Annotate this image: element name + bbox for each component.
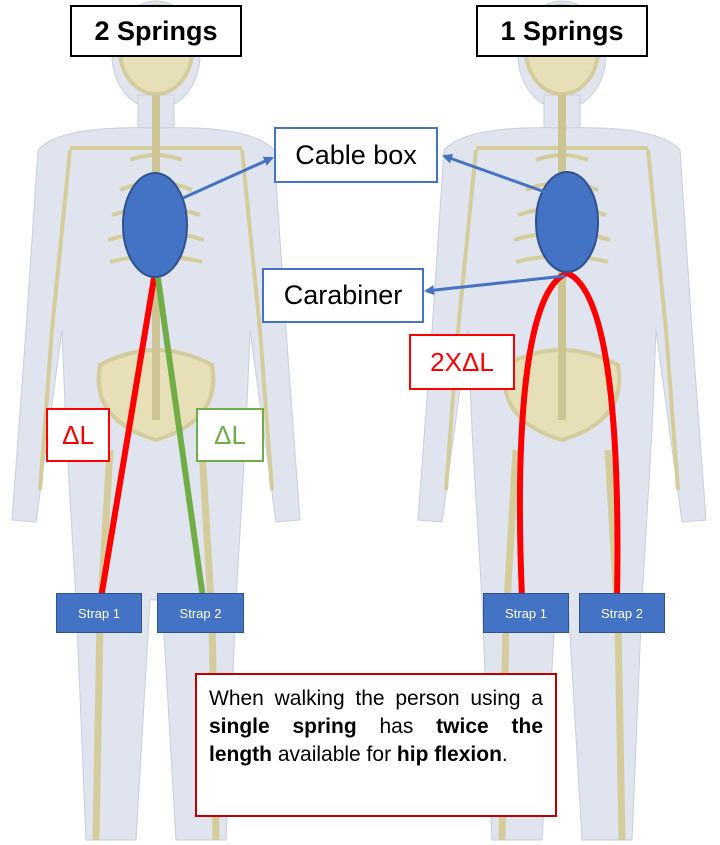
- note-text-1: When walking the person using a: [209, 687, 543, 710]
- two-x-delta-l-label: 2XΔL: [409, 334, 515, 390]
- delta-l-green-label: ΔL: [196, 408, 264, 462]
- title-2-springs: 2 Springs: [70, 5, 242, 57]
- carabiner-label: Carabiner: [262, 268, 424, 323]
- left-strap-1: Strap 1: [56, 593, 142, 633]
- left-green-spring: [155, 277, 206, 599]
- right-strap-2: Strap 2: [579, 593, 665, 633]
- title-1-springs: 1 Springs: [476, 5, 648, 57]
- note-text-4: .: [501, 743, 508, 766]
- delta-l-red-label: ΔL: [46, 408, 110, 462]
- note-text-2: has: [356, 715, 437, 738]
- left-red-spring: [98, 277, 157, 599]
- note-bold-single-spring: single spring: [209, 715, 357, 738]
- note-text-3: available for: [272, 743, 397, 766]
- cable-box-label: Cable box: [274, 127, 438, 183]
- arrow-cable-box-left: [182, 156, 274, 200]
- note-bold-twice-length: twice the length: [209, 715, 544, 766]
- note-bold-hip-flexion: hip flexion: [396, 743, 502, 766]
- left-strap-2: Strap 2: [157, 593, 244, 633]
- arrow-carabiner: [424, 274, 566, 296]
- arrow-cable-box-right: [442, 153, 546, 194]
- right-strap-1: Strap 1: [483, 593, 569, 633]
- explanation-note: When walking the person using a single s…: [195, 673, 557, 817]
- right-cable-box: [535, 171, 599, 273]
- left-cable-box: [122, 172, 188, 278]
